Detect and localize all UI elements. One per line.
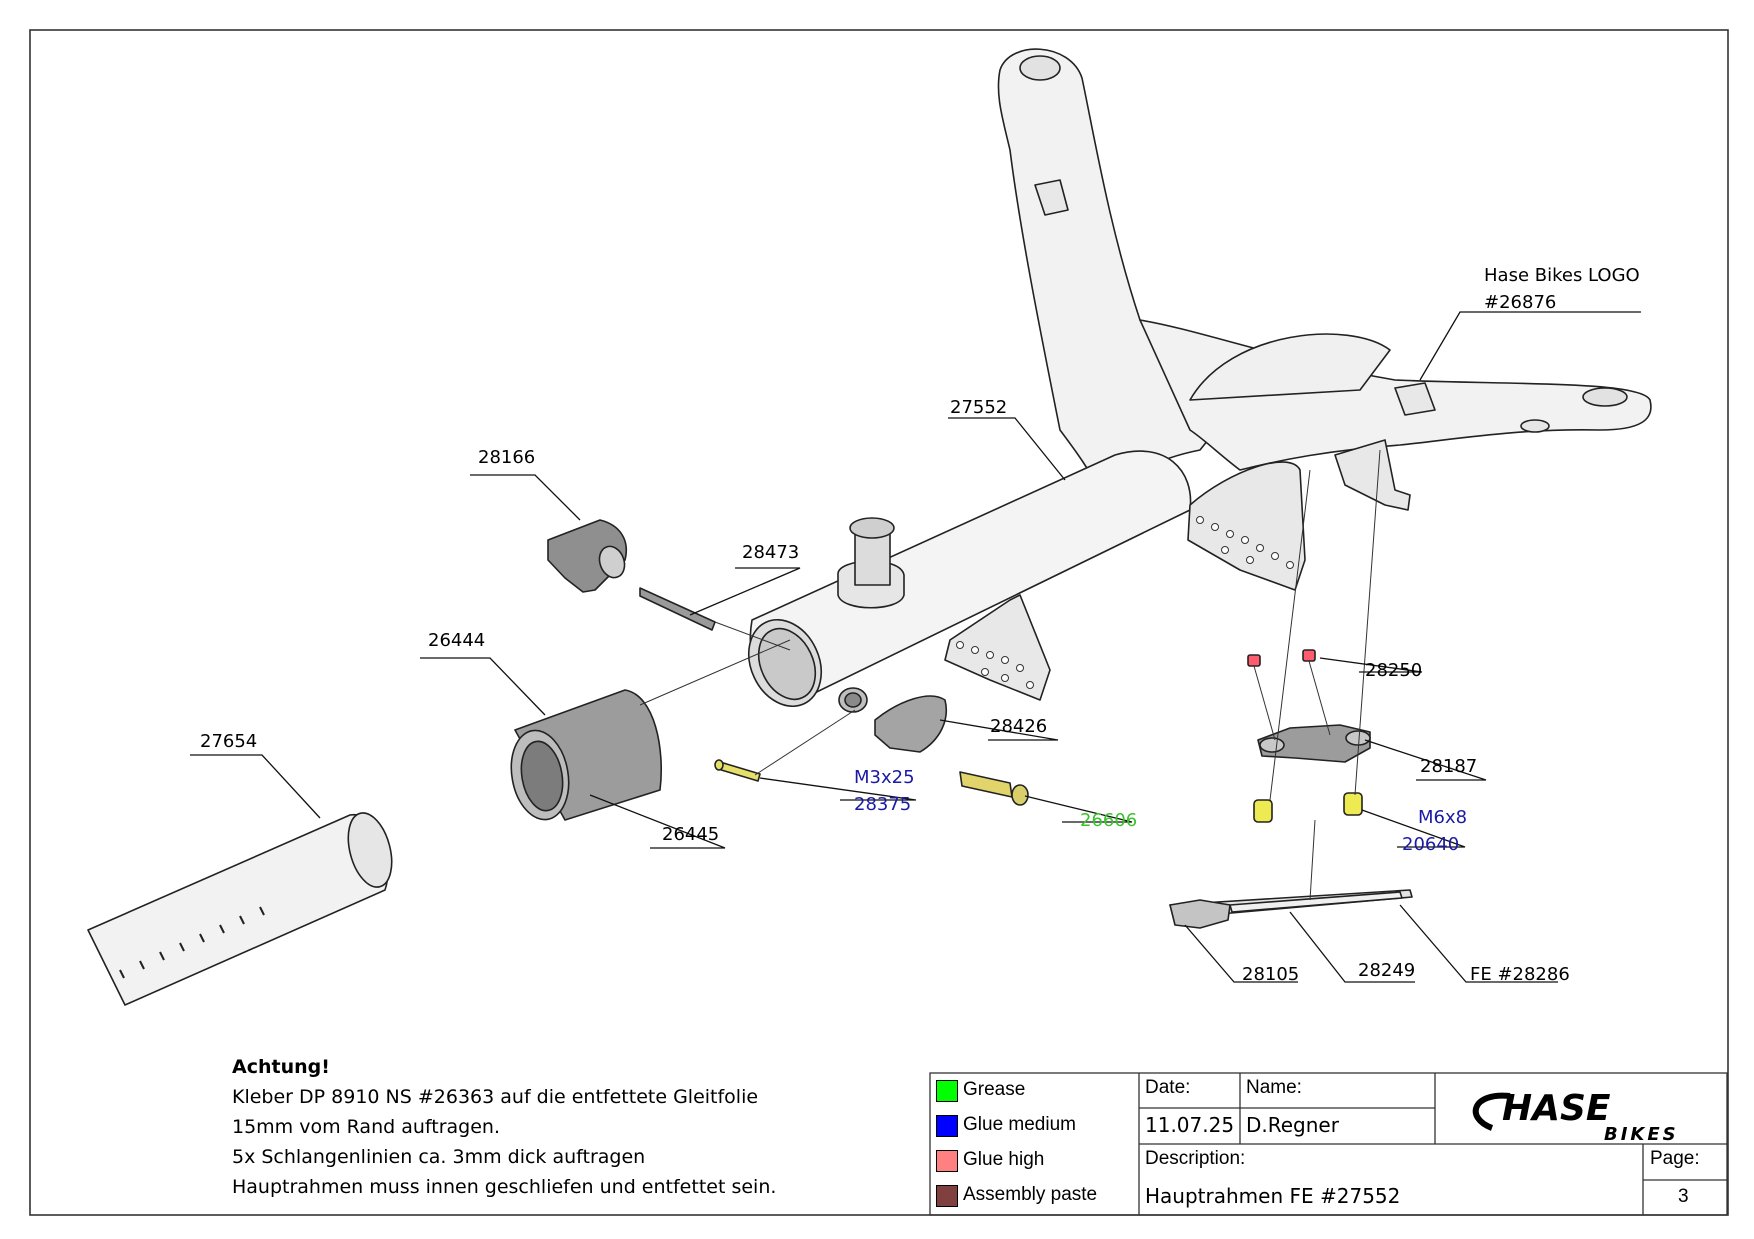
clamp-28166-drawing xyxy=(547,519,627,593)
main-frame-drawing xyxy=(747,48,1652,708)
hase-bikes-logo: HASE BIKES xyxy=(1472,1088,1679,1145)
strip-28473-drawing xyxy=(639,587,716,631)
note-line: 15mm vom Rand auftragen. xyxy=(232,1116,500,1138)
assembly-notes: Achtung! Kleber DP 8910 NS #26363 auf di… xyxy=(232,1052,912,1202)
note-line: 5x Schlangenlinien ca. 3mm dick auftrage… xyxy=(232,1146,646,1168)
label-logo: Hase Bikes LOGO xyxy=(1484,265,1640,286)
name-value: D.Regner xyxy=(1246,1113,1339,1137)
assembly-axis-lines xyxy=(639,449,1381,901)
label-clamp-top: 28166 xyxy=(478,447,535,468)
label-pin: 26606 xyxy=(1080,810,1137,831)
seat-tube-27654-drawing xyxy=(87,812,393,1006)
logo-sub-text: BIKES xyxy=(1604,1124,1679,1145)
label-sleeve-outer: 26444 xyxy=(428,630,485,651)
label-strip: 28473 xyxy=(742,542,799,563)
legend-swatch-grease xyxy=(936,1080,958,1102)
label-screw-m6: M6x8 xyxy=(1418,807,1467,828)
date-label: Date: xyxy=(1145,1077,1191,1098)
note-line: Hauptrahmen muss innen geschliefen und e… xyxy=(232,1176,777,1198)
label-stand-b: 28249 xyxy=(1358,960,1415,981)
leader-lines xyxy=(190,311,1641,983)
clamp-28426-drawing xyxy=(838,687,947,753)
page-value: 3 xyxy=(1678,1186,1689,1207)
description-value: Hauptrahmen FE #27552 xyxy=(1145,1184,1401,1208)
label-stand-a: 28105 xyxy=(1242,964,1299,985)
sleeve-26444-drawing xyxy=(510,689,663,821)
notes-heading: Achtung! xyxy=(232,1056,330,1078)
label-screw-m3-number: 28375 xyxy=(854,794,911,815)
legend-swatch-assembly-paste xyxy=(936,1185,958,1207)
label-clamp: 28426 xyxy=(990,716,1047,737)
legend-swatch-glue-medium xyxy=(936,1115,958,1137)
legend-swatch-glue-high xyxy=(936,1150,958,1172)
date-value: 11.07.25 xyxy=(1145,1113,1235,1137)
label-cap: 28250 xyxy=(1365,660,1422,681)
label-screw-m6-number: 20640 xyxy=(1402,834,1459,855)
label-stand-c: FE #28286 xyxy=(1470,964,1570,985)
label-frame: 27552 xyxy=(950,397,1007,418)
legend-label-glue-medium: Glue medium xyxy=(963,1114,1076,1135)
bracket-28187-drawing xyxy=(1257,724,1371,763)
label-screw-m3: M3x25 xyxy=(854,767,915,788)
page-label: Page: xyxy=(1650,1148,1700,1169)
note-line: Kleber DP 8910 NS #26363 auf die entfett… xyxy=(232,1086,759,1108)
screws-m6-drawing xyxy=(1253,792,1363,823)
title-block-grid xyxy=(929,1072,1728,1216)
label-sleeve-inner: 26445 xyxy=(662,824,719,845)
pin-26606-drawing xyxy=(959,771,1029,806)
legend-label-grease: Grease xyxy=(963,1079,1026,1100)
stand-drawing xyxy=(1169,889,1413,929)
label-seat-tube: 27654 xyxy=(200,731,257,752)
sheet-border xyxy=(29,29,1729,1216)
caps-28250-drawing xyxy=(1247,649,1316,667)
name-label: Name: xyxy=(1246,1077,1302,1098)
label-bracket: 28187 xyxy=(1420,756,1477,777)
callout-labels: 27552 28166 28473 26444 26445 27654 2842… xyxy=(200,265,1640,985)
screw-m3-drawing xyxy=(714,759,761,782)
label-logo-number: #26876 xyxy=(1484,292,1556,313)
legend-label-assembly-paste: Assembly paste xyxy=(963,1184,1098,1205)
description-label: Description: xyxy=(1145,1148,1246,1169)
legend-label-glue-high: Glue high xyxy=(963,1149,1045,1170)
logo-main-text: HASE xyxy=(1502,1088,1611,1129)
